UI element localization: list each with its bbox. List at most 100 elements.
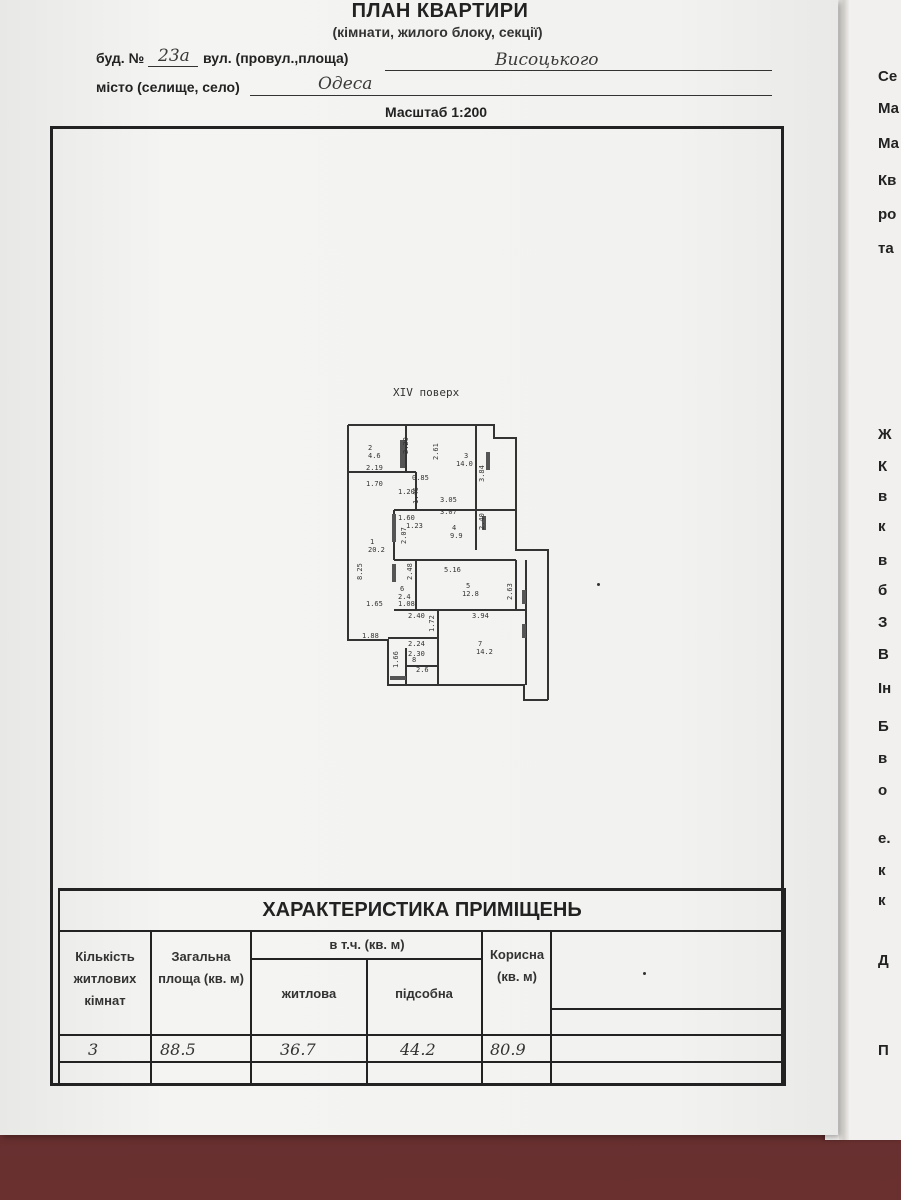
value-useful-area: 80.9	[490, 1040, 526, 1059]
room-area: 20.2	[368, 546, 385, 554]
apartment-floorplan: 2 4.6 3 14.0 1 20.2 4 9.9 5 12.8 6 2.4 7…	[347, 424, 549, 701]
dimension: 2.30	[408, 650, 425, 658]
room-number: 6	[400, 585, 404, 593]
table-line	[58, 1034, 786, 1036]
room-area: 4.6	[368, 452, 381, 460]
document-title: ПЛАН КВАРТИРИ	[351, 0, 529, 22]
ink-dot	[643, 972, 646, 975]
dimension: 2.61	[432, 443, 440, 460]
right-fragment: та	[878, 240, 894, 257]
dimension: 2.40	[478, 513, 486, 530]
floor-plan-document: ПЛАН КВАРТИРИ (кімнати, жилого блоку, се…	[0, 0, 838, 1135]
right-fragment: Се	[878, 68, 898, 85]
header-total-area: Загальна площа (кв. м)	[158, 949, 244, 986]
street-value: Висоцького	[495, 50, 599, 70]
right-fragment: к	[878, 518, 886, 535]
dimension: 1.20	[398, 488, 415, 496]
dimension: 1.08	[398, 600, 415, 608]
page-fold-edge	[839, 0, 849, 1140]
dimension: 0.85	[412, 474, 429, 482]
right-fragment: Б	[878, 718, 889, 735]
room-number: 3	[464, 452, 468, 460]
city-label: місто (селище, село)	[96, 79, 240, 95]
document-subtitle: (кімнати, жилого блоку, секції)	[332, 24, 543, 40]
dimension: 3.05	[440, 496, 457, 504]
header-useful-area: Корисна (кв. м)	[489, 947, 545, 984]
dimension: 1.70	[366, 480, 383, 488]
street-underline	[385, 70, 772, 71]
dimension: 2.20	[402, 437, 410, 454]
value-living-area: 36.7	[280, 1040, 316, 1059]
table-line	[551, 1008, 786, 1010]
table-line	[58, 888, 60, 1086]
right-fragment: П	[878, 1042, 889, 1059]
dimension: 1.66	[392, 651, 400, 668]
header-including: в т.ч. (кв. м)	[329, 937, 405, 952]
dimension: 5.16	[444, 566, 461, 574]
table-line	[58, 930, 786, 932]
right-fragment: Д	[878, 952, 889, 969]
room-number: 2	[368, 444, 372, 452]
dimension: 3.84	[478, 465, 486, 482]
room-area: 2.4	[398, 593, 411, 601]
dimension: 2.63	[506, 583, 514, 600]
header-living-area: житлова	[281, 986, 337, 1001]
right-fragment: б	[878, 582, 888, 599]
dimension: 2.19	[366, 464, 383, 472]
right-fragment: Кв	[878, 172, 897, 189]
table-line	[481, 930, 483, 1086]
table-line	[150, 930, 152, 1086]
right-fragment: в	[878, 488, 888, 505]
dimension: 2.07	[400, 527, 408, 544]
dimension: 3.07	[440, 508, 457, 516]
right-fragment: З	[878, 614, 888, 631]
building-label: буд. №	[96, 50, 145, 66]
value-rooms-count: 3	[88, 1040, 99, 1059]
floor-label: XIV поверх	[393, 386, 460, 399]
right-fragment: е.	[878, 830, 891, 847]
value-auxiliary-area: 44.2	[400, 1040, 436, 1059]
dimension: 1.46	[412, 487, 420, 504]
table-line	[58, 1061, 786, 1063]
city-value: Одеса	[318, 74, 373, 94]
right-fragment: К	[878, 458, 888, 475]
table-line	[784, 888, 786, 1086]
room-number: 1	[370, 538, 374, 546]
room-number: 4	[452, 524, 456, 532]
dimension: 1.88	[362, 632, 379, 640]
right-fragment: в	[878, 552, 888, 569]
right-fragment: о	[878, 782, 888, 799]
street-label: вул. (провул.,площа)	[203, 50, 349, 66]
room-number: 7	[478, 640, 482, 648]
scale-label: Масштаб 1:200	[385, 104, 488, 120]
table-line	[550, 930, 552, 1086]
table-line	[250, 930, 252, 1086]
room-area: 14.2	[476, 648, 493, 656]
value-total-area: 88.5	[160, 1040, 196, 1059]
right-fragment: Ма	[878, 135, 900, 152]
right-fragment: к	[878, 862, 886, 879]
room-number: 5	[466, 582, 470, 590]
building-number: 23а	[158, 46, 190, 66]
room-area: 14.0	[456, 460, 473, 468]
table-line	[58, 1084, 786, 1086]
city-underline	[250, 95, 772, 96]
right-fragment: ро	[878, 206, 897, 223]
dimension: 1.60	[398, 514, 415, 522]
right-fragment: Ін	[878, 680, 892, 697]
dimension: 2.24	[408, 640, 425, 648]
room-area: 9.9	[450, 532, 463, 540]
dimension: 1.23	[406, 522, 423, 530]
dimension: 1.65	[366, 600, 383, 608]
header-rooms-count: Кількість житлових кімнат	[73, 949, 137, 1008]
right-fragment: Ж	[878, 426, 892, 443]
dimension: 1.72	[428, 615, 436, 632]
characteristics-heading: ХАРАКТЕРИСТИКА ПРИМІЩЕНЬ	[58, 888, 786, 930]
ink-dot	[597, 583, 600, 586]
room-area: 2.6	[416, 666, 429, 674]
right-fragment: к	[878, 892, 886, 909]
dimension: 2.40	[408, 612, 425, 620]
right-fragment: Ма	[878, 100, 900, 117]
room-number: 8	[412, 656, 416, 664]
right-fragment: В	[878, 646, 889, 663]
